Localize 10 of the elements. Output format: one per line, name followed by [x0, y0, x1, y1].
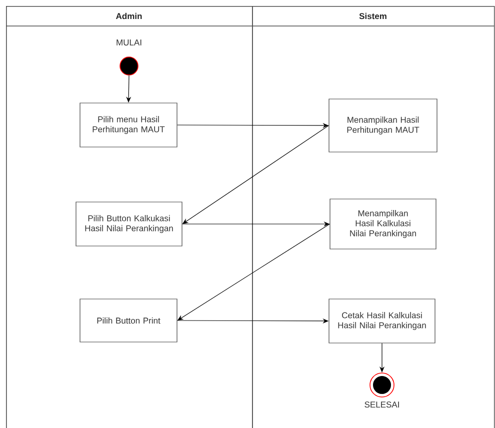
node-label: SELESAI: [364, 402, 399, 408]
activity-box: Cetak Hasil Kalkulasi Hasil Nilai Perankingan: [328, 298, 436, 344]
activity-box: Menampilkan Hasil Perhitungan MAUT: [328, 98, 438, 152]
start-node: MULAI: [116, 40, 142, 76]
activity-box: Pilih Button Print: [80, 298, 178, 342]
activity-box: Pilih Button Kalkukasi Hasil Nilai Perankingan: [76, 202, 182, 246]
activity-box: Menampilkan Hasil Kalkulasi Nilai Perankingan: [330, 198, 436, 250]
activity-box: Pilih menu Hasil Perhitungan MAUT: [80, 102, 178, 148]
node-label: MULAI: [116, 40, 142, 46]
end-node: SELESAI: [364, 372, 399, 408]
